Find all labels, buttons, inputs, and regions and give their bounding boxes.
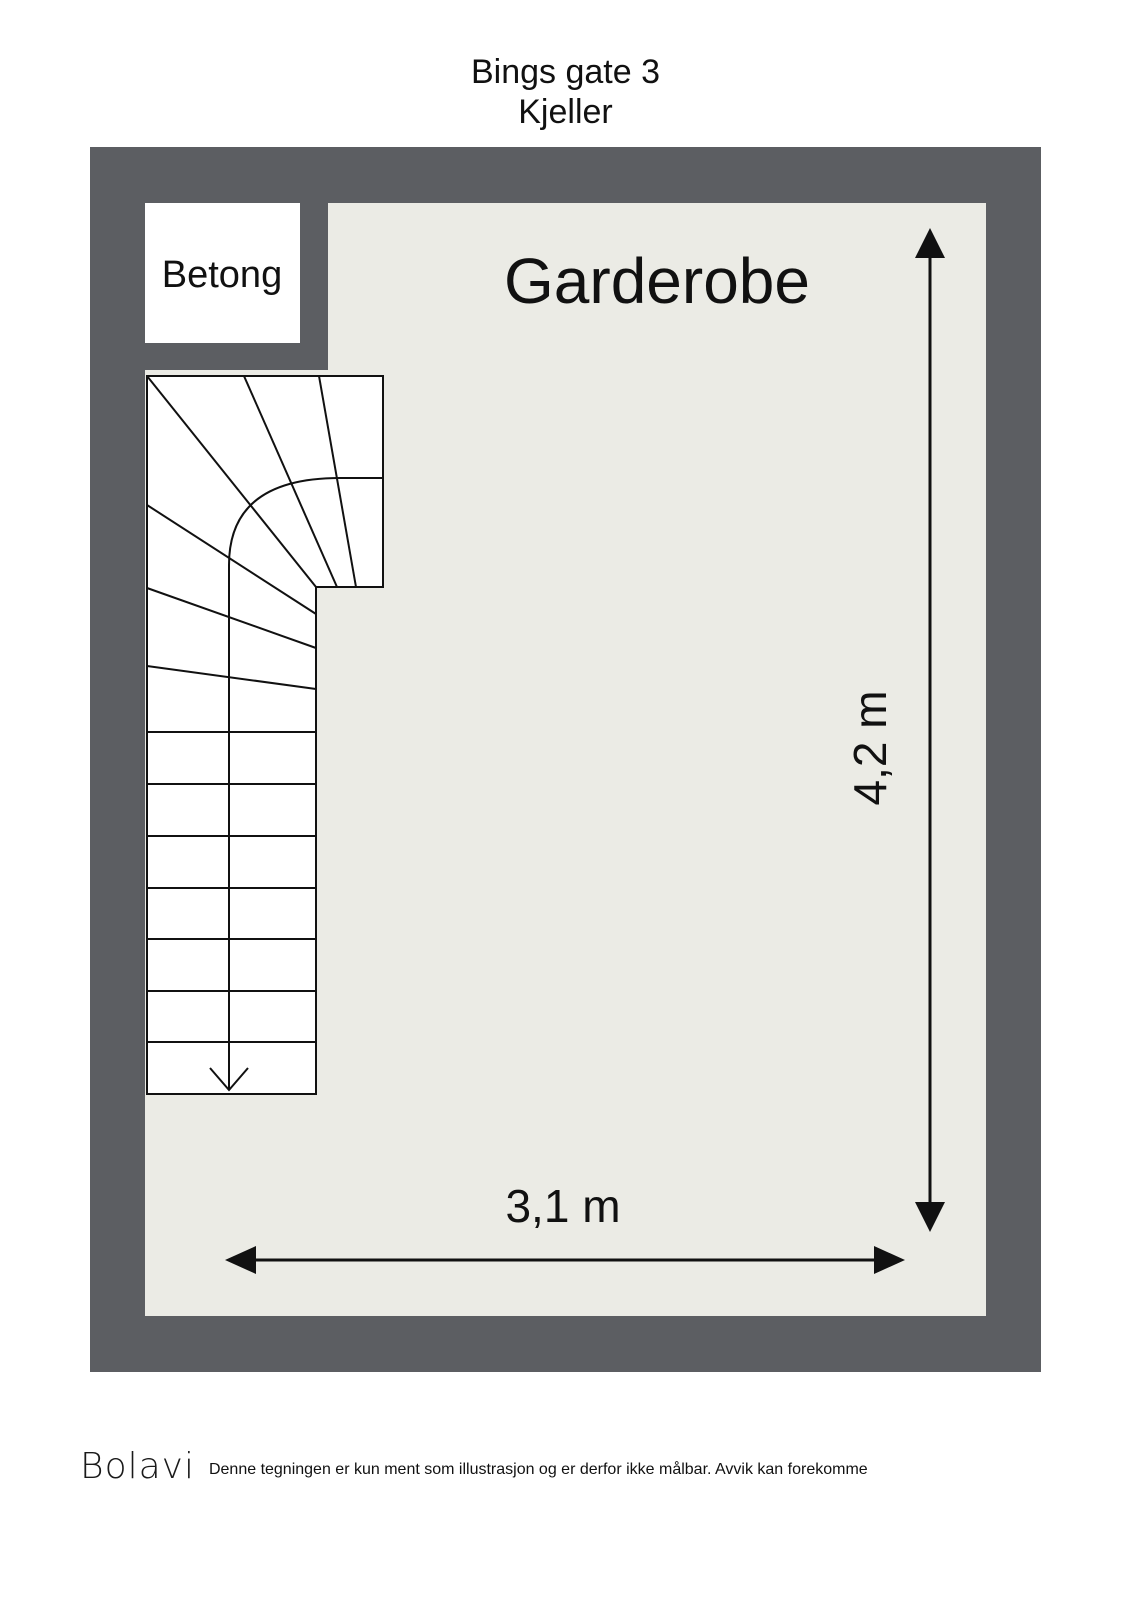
stair-winder — [146, 375, 317, 588]
stair-winder — [318, 375, 357, 588]
stair-winder — [146, 665, 317, 690]
floor-subtitle: Kjeller — [518, 93, 613, 131]
address-title: Bings gate 3 — [470, 53, 661, 91]
stair-winder — [146, 504, 317, 615]
height-label: 4,2 m — [844, 690, 896, 805]
dimension-arrow-up — [915, 228, 945, 258]
stair-walking-line — [228, 477, 341, 1090]
betong-label: Betong — [162, 254, 282, 296]
bolavi-logo: Bolavi — [80, 1446, 195, 1487]
betong-room — [145, 203, 300, 343]
disclaimer-text: Denne tegningen er kun ment som illustra… — [208, 1460, 868, 1478]
stair-direction-arrow — [209, 1067, 249, 1092]
dimension-arrow-left — [225, 1246, 256, 1274]
stair-winder — [243, 375, 338, 588]
width-dimension — [225, 1246, 905, 1274]
plan-title: Bings gate 3 Kjeller — [0, 52, 1131, 132]
garderobe-label: Garderobe — [504, 245, 810, 317]
width-label: 3,1 m — [505, 1180, 620, 1232]
height-dimension — [915, 228, 945, 1232]
footer: Bolavi Denne tegningen er kun ment som i… — [80, 1446, 868, 1487]
stair-winder — [146, 587, 317, 649]
dimension-arrow-down — [915, 1202, 945, 1232]
dimension-arrow-right — [874, 1246, 905, 1274]
staircase — [146, 375, 384, 1095]
